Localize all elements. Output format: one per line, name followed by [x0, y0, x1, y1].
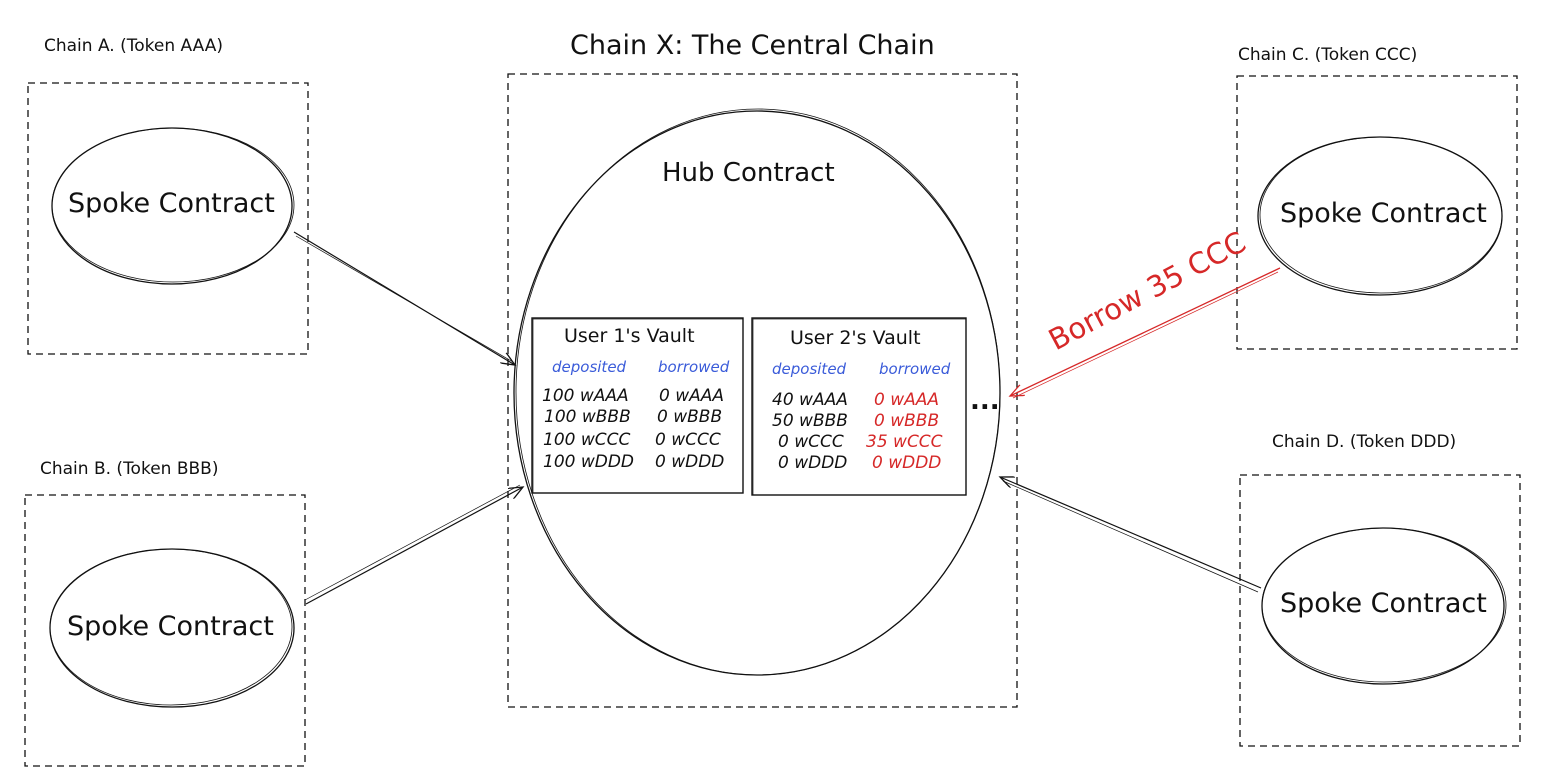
vault2-borrowed-cell: 0 wDDD — [872, 453, 942, 473]
vault1-deposited-cell: 100 wBBB — [544, 407, 631, 427]
spoke-a-label: Spoke Contract — [68, 188, 275, 219]
vault2-deposited-header: deposited — [772, 360, 847, 378]
chain-d-box — [1239, 474, 1521, 747]
spoke-c-ellipse — [1257, 136, 1503, 296]
spoke-d-ellipse — [1261, 527, 1507, 685]
vault2-deposited-cell: 50 wBBB — [772, 411, 848, 431]
vault2-borrowed-cell: 0 wBBB — [874, 411, 940, 431]
vault1-borrowed-cell: 0 wAAA — [659, 386, 725, 406]
vault1-deposited-cell: 100 wCCC — [543, 430, 631, 450]
vault2-borrowed-header: borrowed — [879, 360, 951, 378]
chain-a-label: Chain A. (Token AAA) — [44, 36, 223, 56]
chain-d-label: Chain D. (Token DDD) — [1272, 432, 1457, 452]
spoke-a-ellipse — [51, 127, 295, 285]
vault2-borrowed-cell: 0 wAAA — [874, 390, 940, 410]
vault2-borrowed-cell: 35 wCCC — [866, 432, 943, 452]
chain-a-box — [27, 82, 309, 355]
vault1-deposited-cell: 100 wDDD — [543, 452, 635, 472]
chain-c-label: Chain C. (Token CCC) — [1238, 45, 1418, 65]
spoke-b-label: Spoke Contract — [67, 611, 274, 642]
vault2-deposited-cell: 0 wCCC — [778, 432, 844, 452]
arrow-borrow-spoke-c-to-vault2 — [1010, 267, 1281, 399]
vault1-borrowed-cell: 0 wCCC — [655, 430, 721, 450]
vault1-deposited-header: deposited — [552, 358, 627, 376]
hub-ellipse — [513, 108, 1001, 676]
vault2-deposited-cell: 40 wAAA — [772, 390, 848, 410]
more-vaults-ellipsis: ... — [970, 386, 1000, 416]
arrow-spoke-a-to-hub — [293, 231, 515, 365]
chain-b-label: Chain B. (Token BBB) — [40, 459, 219, 479]
vault2-deposited-cell: 0 wDDD — [778, 453, 848, 473]
vault2-title: User 2's Vault — [790, 327, 921, 349]
vault1-borrowed-header: borrowed — [658, 358, 730, 376]
central-chain-title: Chain X: The Central Chain — [570, 30, 935, 61]
central-chain-box — [507, 73, 1018, 708]
arrow-spoke-b-to-hub — [304, 484, 523, 605]
spoke-c-label: Spoke Contract — [1280, 198, 1487, 229]
vault1-title: User 1's Vault — [564, 325, 695, 347]
spoke-b-ellipse — [49, 548, 295, 708]
spoke-d-label: Spoke Contract — [1280, 588, 1487, 619]
vault1-box — [531, 317, 744, 494]
chain-b-box — [24, 494, 306, 767]
hub-title: Hub Contract — [662, 158, 835, 188]
vault1-borrowed-cell: 0 wBBB — [657, 407, 723, 427]
vault1-deposited-cell: 100 wAAA — [542, 386, 629, 406]
arrow-spoke-d-to-hub — [1000, 477, 1262, 593]
vault1-borrowed-cell: 0 wDDD — [655, 452, 725, 472]
vault2-box — [751, 317, 967, 496]
